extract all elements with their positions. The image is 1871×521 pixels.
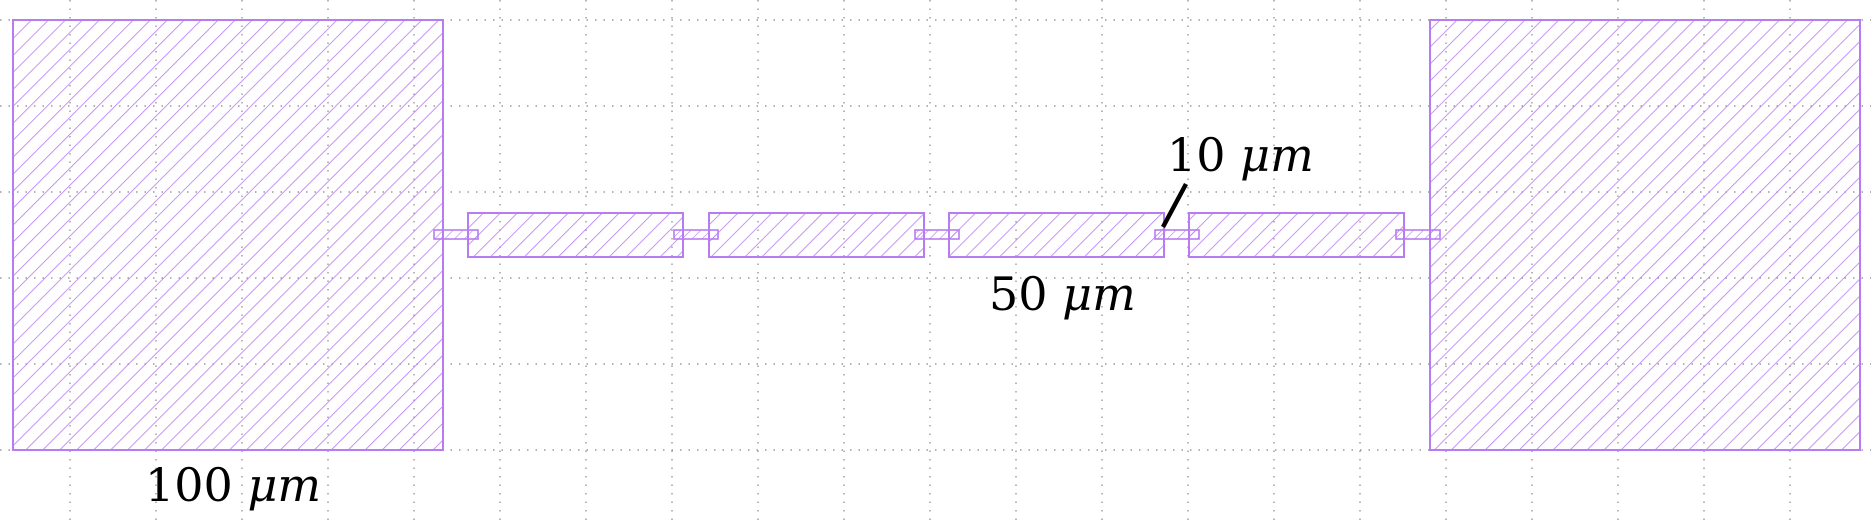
pad-width-value: 100	[145, 458, 233, 512]
segment-1	[467, 212, 684, 258]
link-length-label: 10 μm	[1167, 128, 1314, 182]
link-label-leader	[1161, 182, 1188, 229]
segment-2	[708, 212, 925, 258]
segment-length-value: 50	[989, 267, 1048, 321]
link-2	[673, 229, 719, 240]
link-5	[1395, 229, 1441, 240]
link-length-unit: μm	[1240, 128, 1314, 182]
right-pad	[1429, 19, 1861, 451]
segment-3	[948, 212, 1165, 258]
link-3	[914, 229, 960, 240]
pad-width-unit: μm	[247, 458, 321, 512]
left-pad	[12, 19, 444, 451]
segment-length-unit: μm	[1062, 267, 1136, 321]
segment-4	[1188, 212, 1405, 258]
pad-width-label: 100 μm	[145, 458, 321, 512]
segment-length-label: 50 μm	[989, 267, 1136, 321]
link-4	[1154, 229, 1200, 240]
link-1	[433, 229, 479, 240]
device-structure	[12, 19, 1861, 451]
link-length-value: 10	[1167, 128, 1226, 182]
